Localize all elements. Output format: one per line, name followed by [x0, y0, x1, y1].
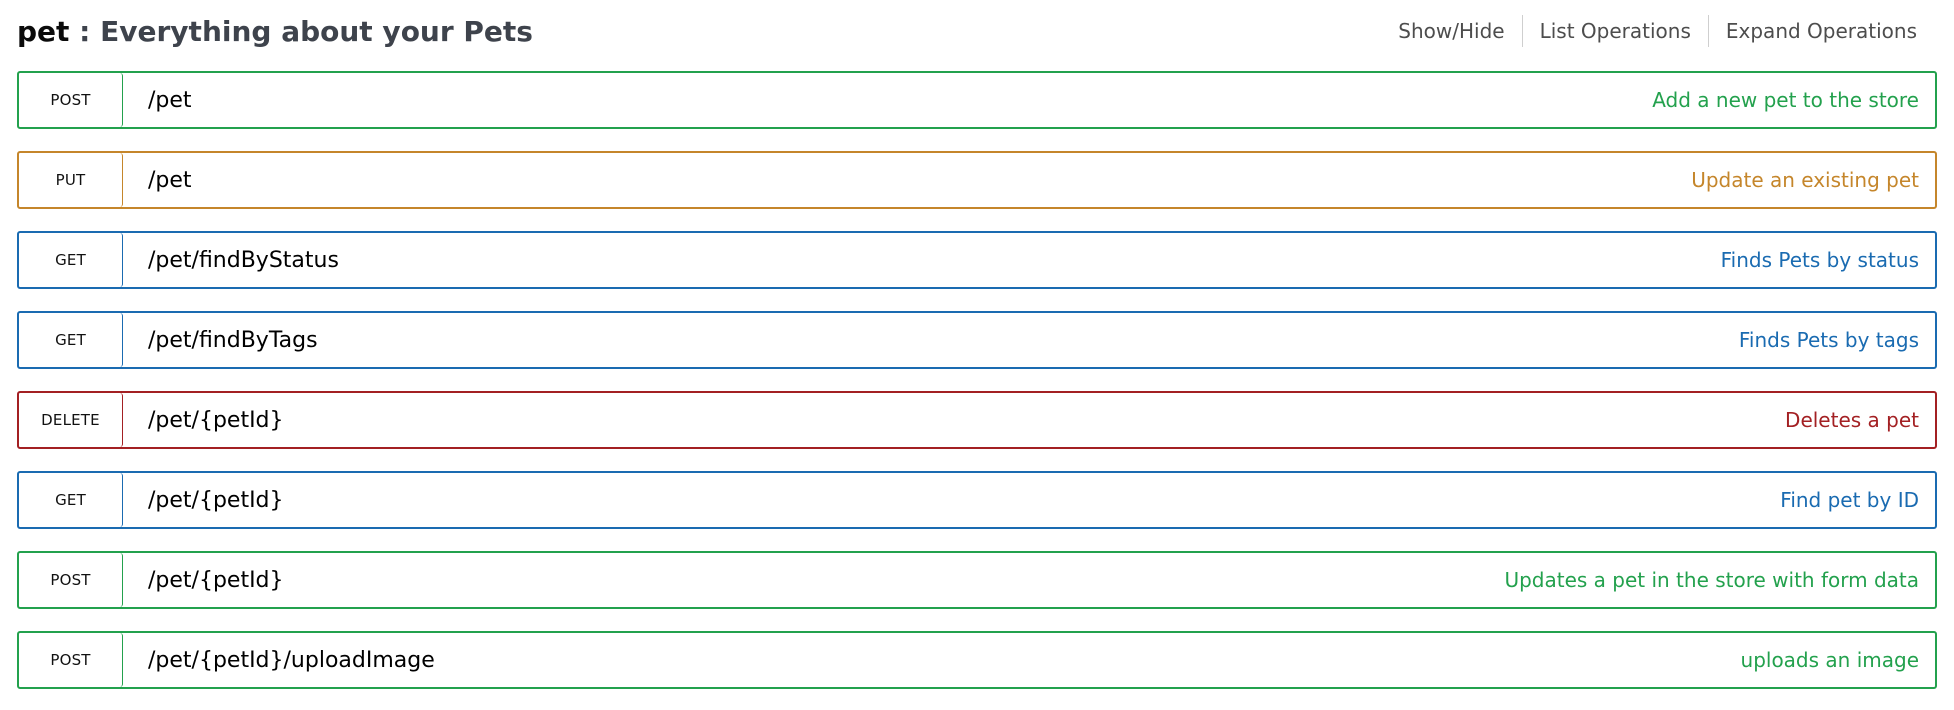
action-separator — [1521, 15, 1523, 47]
endpoint-path-link[interactable]: /pet/findByTags — [148, 327, 318, 353]
endpoint-path-link[interactable]: /pet/{petId} — [148, 487, 284, 513]
endpoint-row-post-7[interactable]: POST /pet/{petId}/uploadImage uploads an… — [17, 631, 1937, 689]
endpoint-summary-link[interactable]: Find pet by ID — [1780, 488, 1919, 512]
endpoint-row-put-1[interactable]: PUT /pet Update an existing pet — [17, 151, 1937, 209]
endpoint-summary-link[interactable]: uploads an image — [1740, 648, 1919, 672]
header-actions: Show/Hide List Operations Expand Operati… — [1398, 15, 1937, 47]
http-method-badge: GET — [19, 313, 123, 367]
api-tag-title: pet : Everything about your Pets — [17, 15, 533, 48]
endpoint-path-link[interactable]: /pet/{petId} — [148, 567, 284, 593]
page-header: pet : Everything about your Pets Show/Hi… — [17, 8, 1937, 54]
endpoint-summary-link[interactable]: Finds Pets by status — [1720, 248, 1919, 272]
http-method-badge: PUT — [19, 153, 123, 207]
tag-description: Everything about your Pets — [100, 14, 533, 48]
endpoint-path-link[interactable]: /pet/findByStatus — [148, 247, 339, 273]
endpoint-summary-link[interactable]: Finds Pets by tags — [1738, 328, 1919, 352]
endpoint-path-link[interactable]: /pet — [148, 87, 192, 113]
action-separator — [1707, 15, 1709, 47]
endpoint-row-get-2[interactable]: GET /pet/findByStatus Finds Pets by stat… — [17, 231, 1937, 289]
show-hide-link[interactable]: Show/Hide — [1398, 19, 1505, 43]
endpoint-row-get-5[interactable]: GET /pet/{petId} Find pet by ID — [17, 471, 1937, 529]
http-method-badge: POST — [19, 633, 123, 687]
endpoint-path-link[interactable]: /pet/{petId} — [148, 407, 284, 433]
endpoint-summary-link[interactable]: Add a new pet to the store — [1652, 88, 1919, 112]
endpoint-row-delete-4[interactable]: DELETE /pet/{petId} Deletes a pet — [17, 391, 1937, 449]
tag-separator: : — [69, 14, 101, 48]
endpoint-path-link[interactable]: /pet/{petId}/uploadImage — [148, 647, 435, 673]
http-method-badge: POST — [19, 553, 123, 607]
http-method-badge: GET — [19, 233, 123, 287]
endpoint-row-post-6[interactable]: POST /pet/{petId} Updates a pet in the s… — [17, 551, 1937, 609]
http-method-badge: GET — [19, 473, 123, 527]
expand-operations-link[interactable]: Expand Operations — [1725, 19, 1917, 43]
endpoint-summary-link[interactable]: Updates a pet in the store with form dat… — [1504, 568, 1919, 592]
endpoint-summary-link[interactable]: Update an existing pet — [1691, 168, 1919, 192]
http-method-badge: POST — [19, 73, 123, 127]
endpoint-row-get-3[interactable]: GET /pet/findByTags Finds Pets by tags — [17, 311, 1937, 369]
endpoint-summary-link[interactable]: Deletes a pet — [1785, 408, 1919, 432]
list-operations-link[interactable]: List Operations — [1539, 19, 1691, 43]
endpoint-row-post-0[interactable]: POST /pet Add a new pet to the store — [17, 71, 1937, 129]
endpoint-list: POST /pet Add a new pet to the store PUT… — [17, 71, 1937, 689]
http-method-badge: DELETE — [19, 393, 123, 447]
endpoint-path-link[interactable]: /pet — [148, 167, 192, 193]
tag-name-link[interactable]: pet — [17, 14, 70, 48]
